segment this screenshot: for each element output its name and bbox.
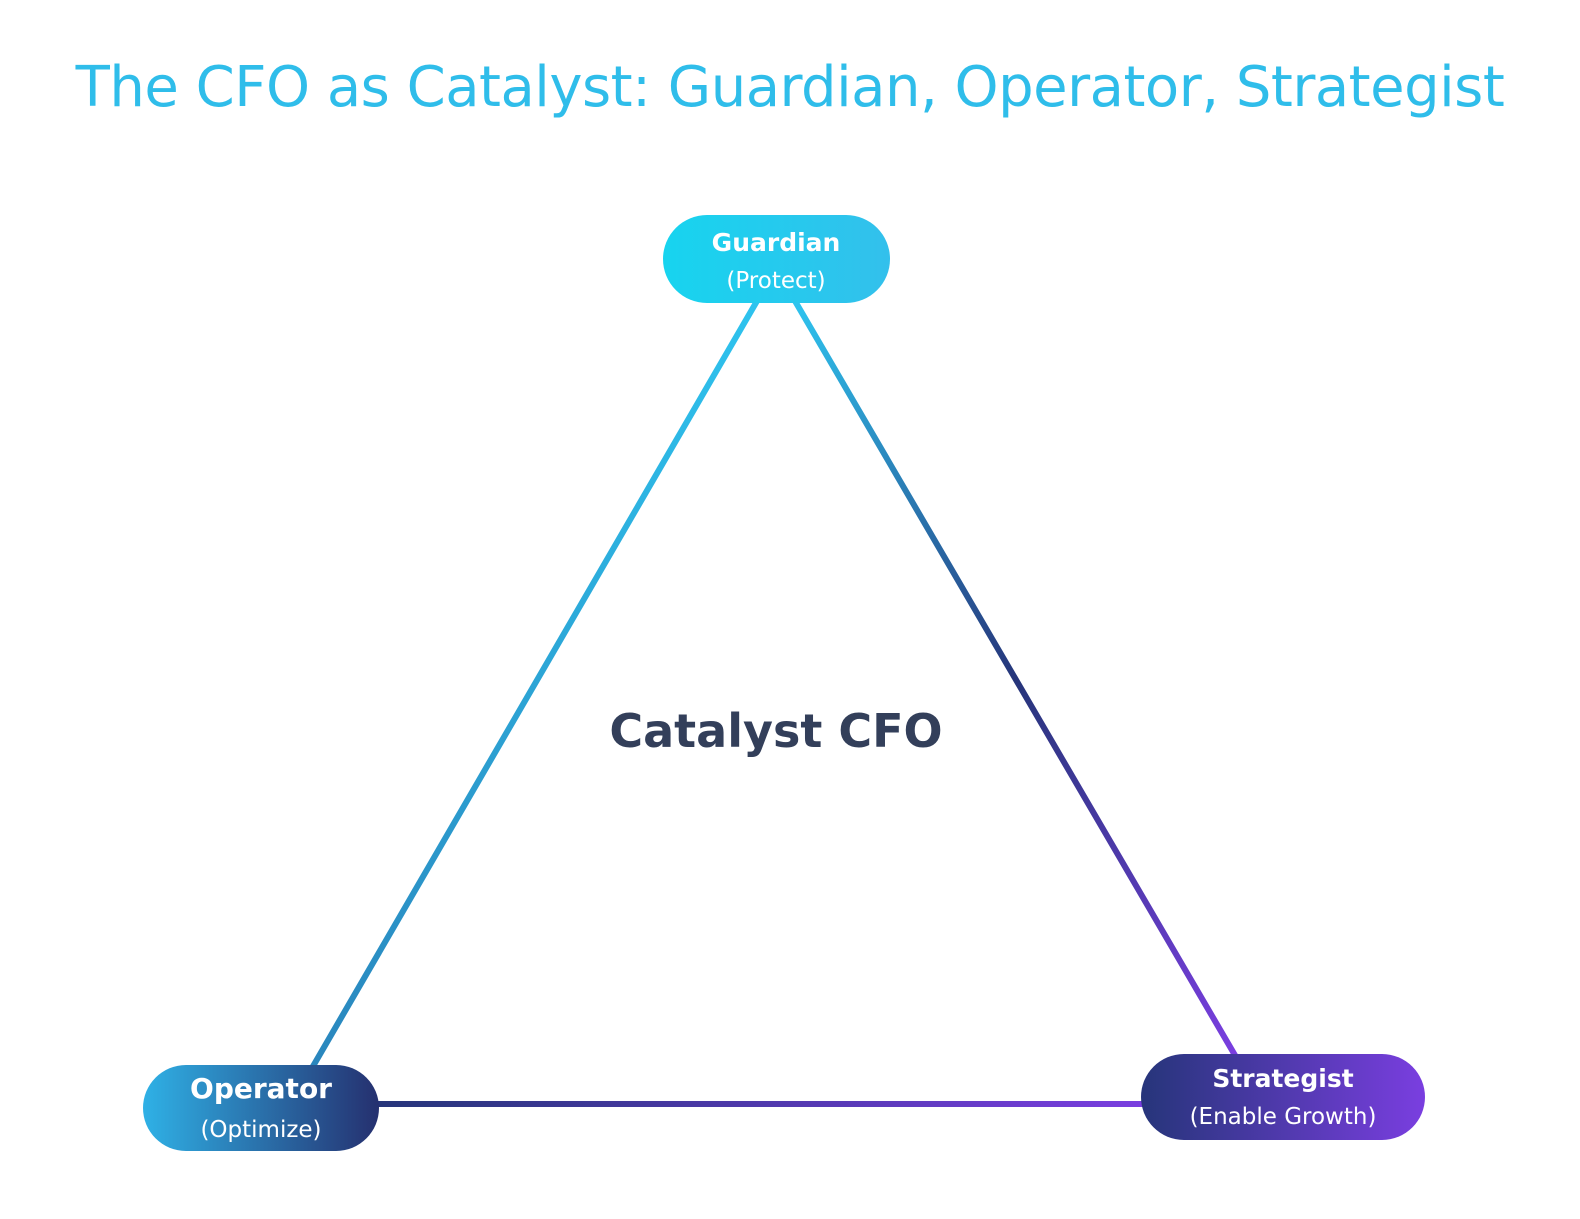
node-guardian-pill	[663, 215, 890, 303]
node-operator-pill	[143, 1065, 379, 1151]
node-guardian-subtitle: (Protect)	[726, 268, 825, 294]
node-guardian: Guardian (Protect)	[663, 215, 890, 303]
node-operator-subtitle: (Optimize)	[200, 1117, 321, 1143]
node-guardian-title: Guardian	[712, 228, 841, 257]
edge-guardian-strategist	[792, 298, 1239, 1060]
node-strategist-subtitle: (Enable Growth)	[1190, 1104, 1377, 1130]
node-strategist-title: Strategist	[1212, 1064, 1353, 1093]
node-strategist: Strategist (Enable Growth)	[1141, 1054, 1425, 1140]
page-title: The CFO as Catalyst: Guardian, Operator,…	[75, 55, 1505, 120]
node-operator-title: Operator	[190, 1072, 332, 1105]
edge-guardian-operator	[309, 298, 760, 1071]
center-label: Catalyst CFO	[609, 704, 942, 758]
node-strategist-pill	[1141, 1054, 1425, 1140]
node-operator: Operator (Optimize)	[143, 1065, 379, 1151]
